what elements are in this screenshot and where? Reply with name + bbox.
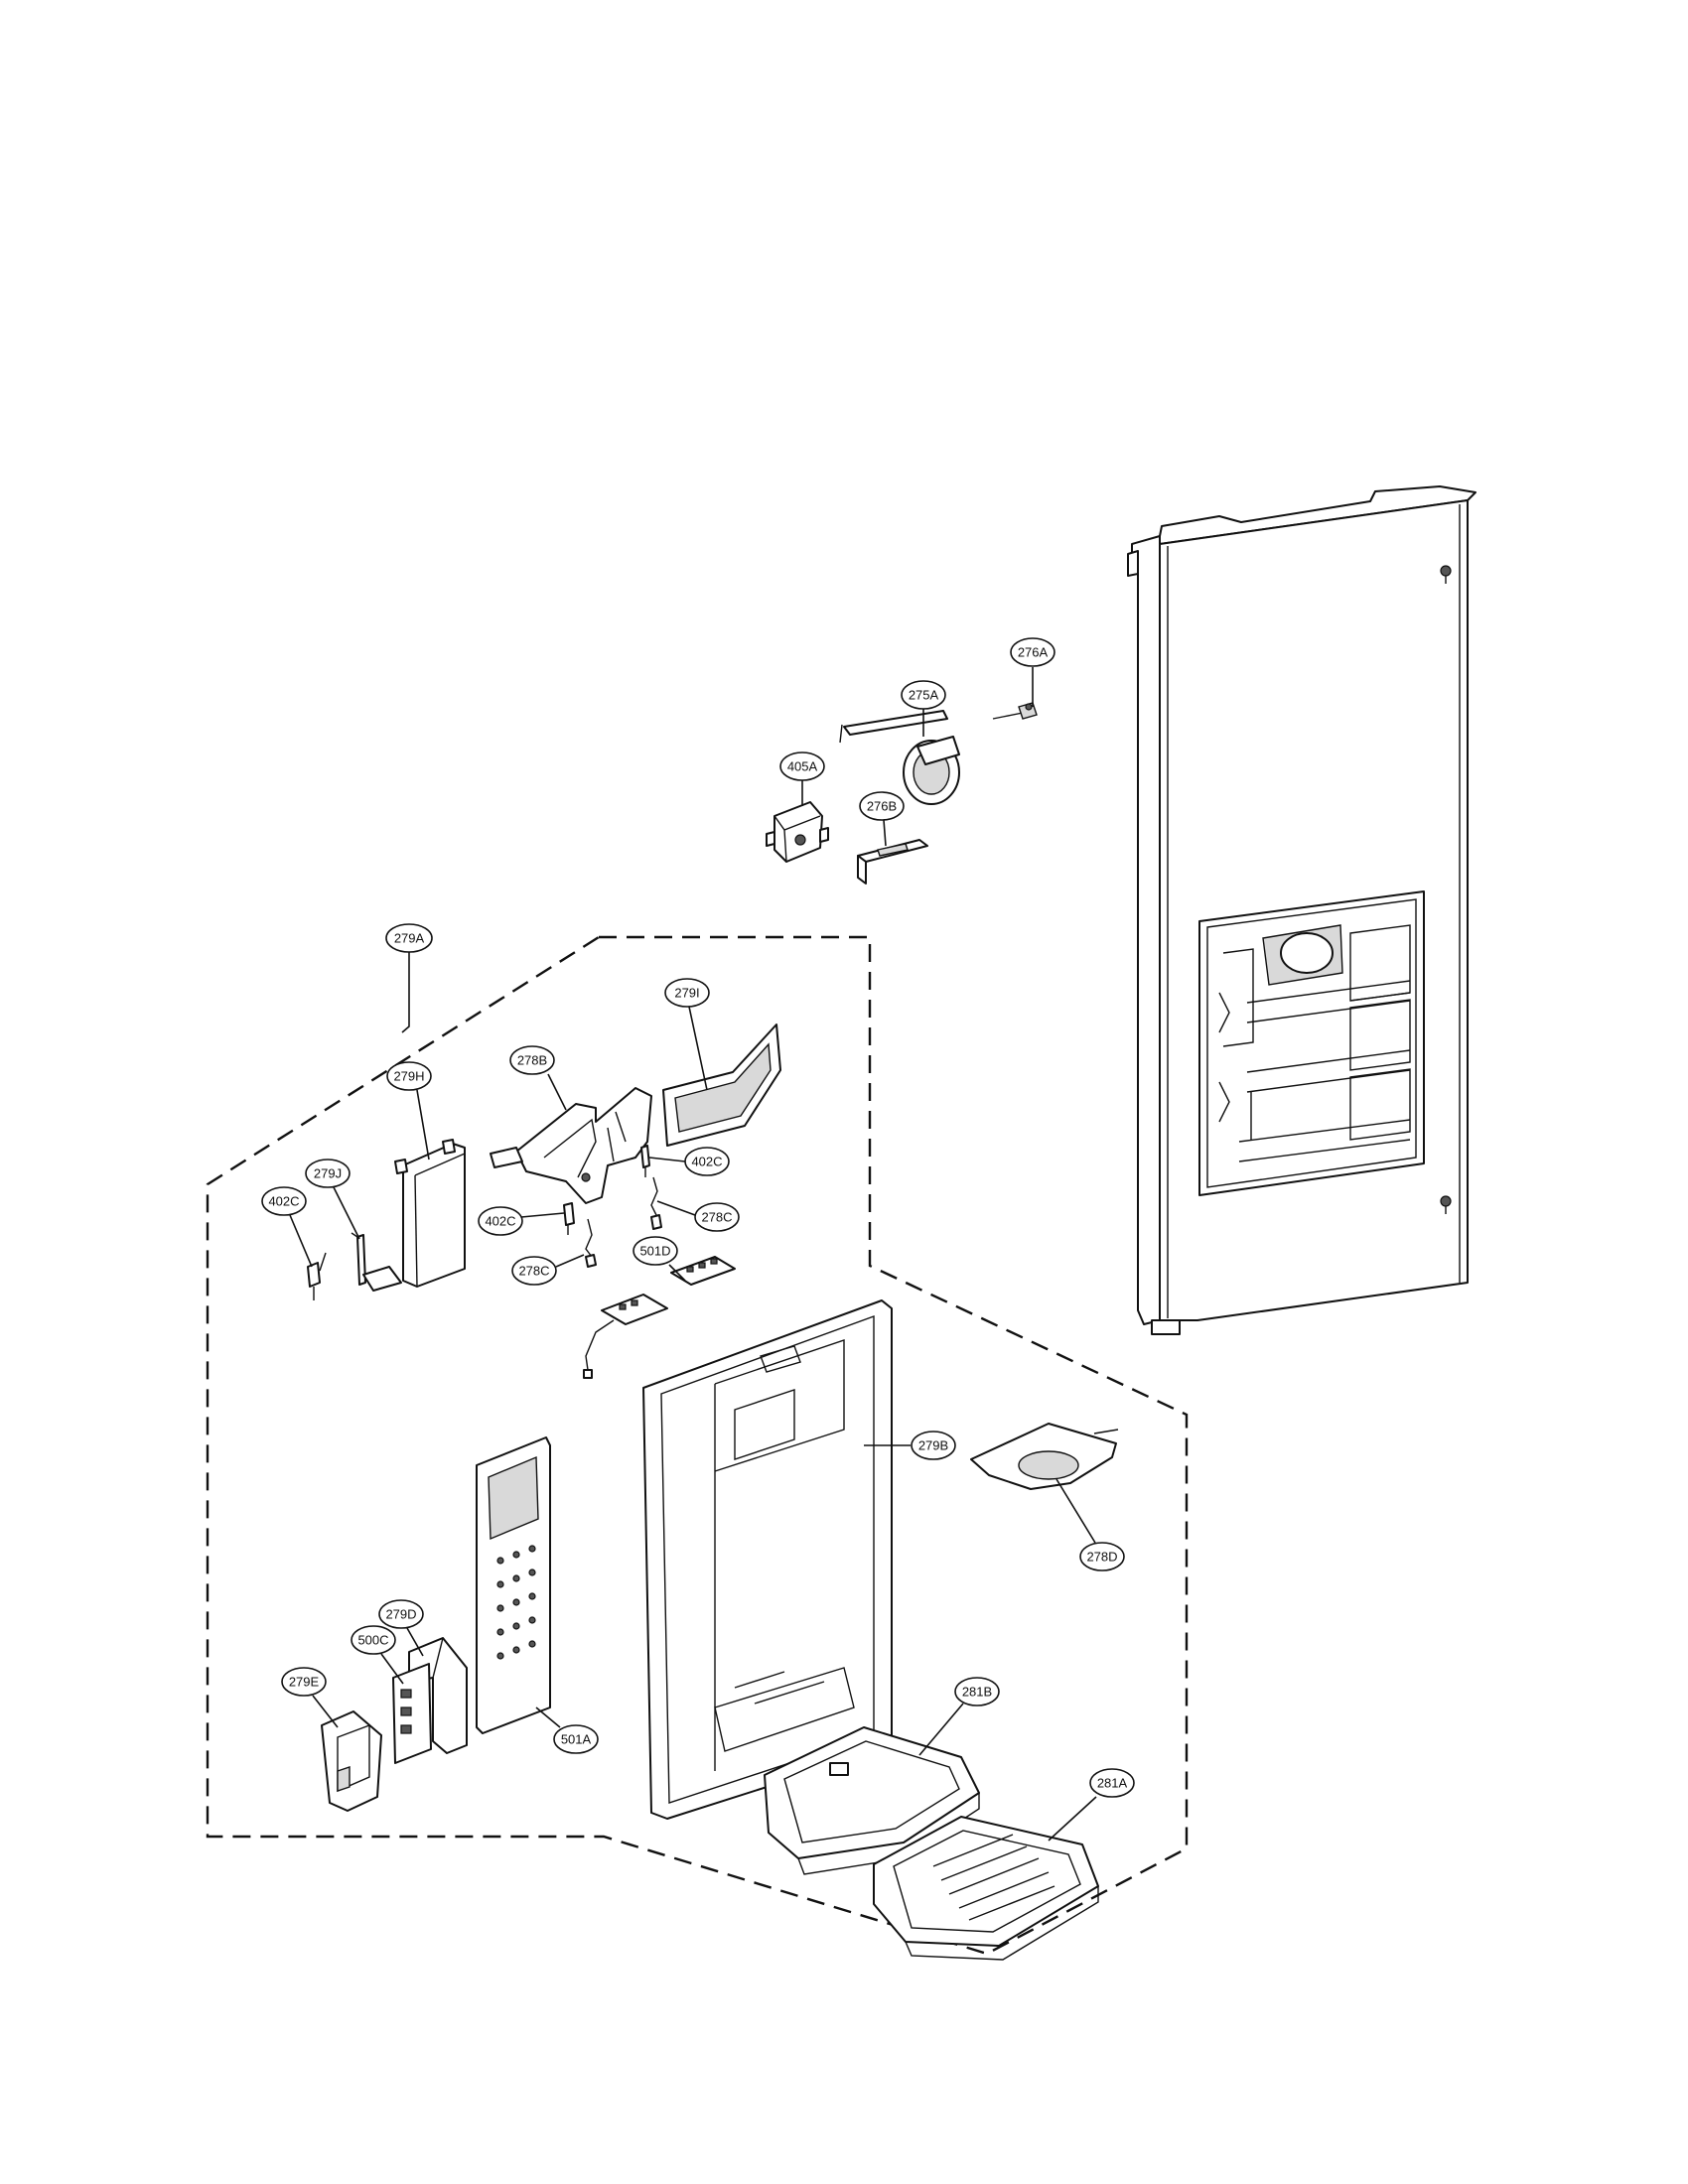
callout-279J: 279J [305, 1159, 351, 1188]
svg-text:279B: 279B [918, 1438, 948, 1453]
part-278C-spring-left [585, 1218, 597, 1268]
svg-text:278C: 278C [518, 1264, 549, 1279]
part-500C-pcb-switch [392, 1663, 432, 1764]
part-501D-pcb [583, 1256, 736, 1379]
part-402C-switch-right [640, 1145, 650, 1177]
part-279E-housing [321, 1710, 382, 1812]
part-402C-switch-center [563, 1202, 575, 1235]
part-275A-lever-assembly [839, 710, 960, 805]
svg-text:501A: 501A [561, 1732, 592, 1747]
callout-278C-left: 278C [511, 1256, 557, 1286]
callout-279H: 279H [386, 1061, 432, 1091]
part-278D-funnel [970, 1423, 1119, 1490]
callout-281A: 281A [1089, 1768, 1135, 1798]
svg-text:278D: 278D [1086, 1550, 1117, 1565]
callout-501D: 501D [633, 1236, 678, 1266]
callout-501A: 501A [553, 1724, 599, 1754]
svg-text:281B: 281B [962, 1685, 992, 1700]
svg-text:405A: 405A [787, 759, 818, 774]
part-402C-switch-left [307, 1252, 327, 1300]
callout-279I: 279I [664, 978, 710, 1008]
svg-text:500C: 500C [357, 1633, 388, 1648]
svg-text:279I: 279I [674, 986, 699, 1001]
callout-279E: 279E [281, 1667, 327, 1697]
part-279J-lever [351, 1232, 402, 1292]
part-501A-control-panel [476, 1436, 551, 1734]
part-276B-bracket [857, 839, 928, 885]
callout-281B: 281B [954, 1677, 1000, 1706]
part-276A-spring [992, 702, 1038, 720]
callout-279A: 279A [385, 923, 433, 953]
svg-text:402C: 402C [485, 1214, 515, 1229]
callout-278C-right: 278C [694, 1202, 740, 1232]
callout-405A: 405A [779, 751, 825, 781]
svg-text:402C: 402C [691, 1155, 722, 1169]
callout-500C: 500C [351, 1625, 396, 1655]
svg-text:501D: 501D [639, 1244, 670, 1259]
callout-402C-right: 402C [684, 1147, 730, 1176]
svg-text:276A: 276A [1018, 645, 1049, 660]
refrigerator-door [1127, 485, 1477, 1335]
svg-text:278B: 278B [517, 1053, 547, 1068]
callout-279D: 279D [378, 1599, 424, 1629]
svg-text:281A: 281A [1097, 1776, 1128, 1791]
svg-text:276B: 276B [867, 799, 897, 814]
svg-text:279J: 279J [314, 1166, 342, 1181]
svg-text:279H: 279H [393, 1069, 424, 1084]
svg-text:402C: 402C [268, 1194, 299, 1209]
part-279B-dispenser-frame [642, 1299, 893, 1820]
part-279I-cover [662, 1024, 781, 1147]
callout-276A: 276A [1010, 637, 1055, 667]
leader-lines [289, 667, 1097, 1842]
callout-402C-center: 402C [478, 1206, 523, 1236]
callout-278D: 278D [1079, 1542, 1125, 1571]
svg-text:279E: 279E [289, 1675, 320, 1690]
callout-279B: 279B [911, 1431, 956, 1460]
part-279H-housing [394, 1139, 466, 1288]
svg-text:278C: 278C [701, 1210, 732, 1225]
part-278C-spring-right [650, 1176, 662, 1230]
svg-text:279D: 279D [385, 1607, 416, 1622]
part-405A-motor [766, 801, 829, 863]
callout-278B: 278B [509, 1045, 555, 1075]
callout-275A: 275A [901, 680, 946, 710]
callout-402C-left: 402C [261, 1186, 307, 1216]
part-278B-lever-bracket [490, 1087, 652, 1204]
svg-text:279A: 279A [394, 931, 425, 946]
callout-276B: 276B [859, 791, 905, 821]
svg-text:275A: 275A [909, 688, 939, 703]
part-281A-grille [873, 1816, 1099, 1961]
assembly-279A-boundary [206, 935, 1189, 1956]
